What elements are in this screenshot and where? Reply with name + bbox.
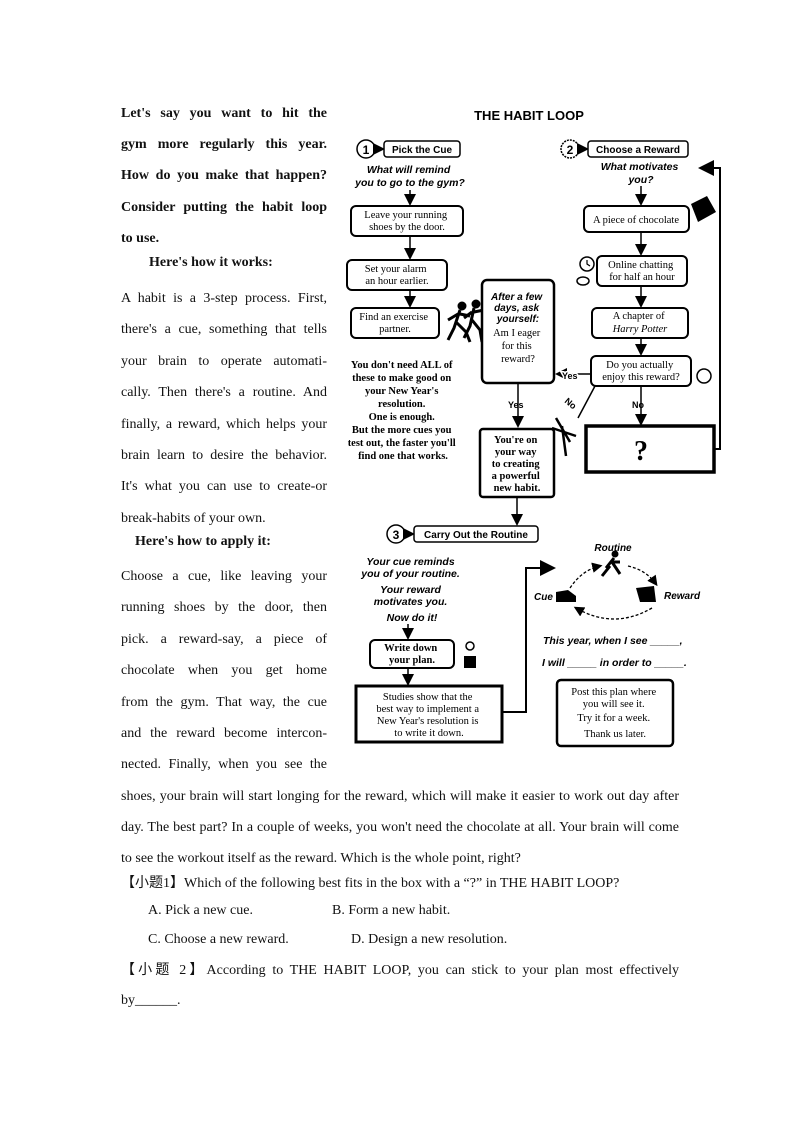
step2-header: 2 Choose a Reward — [560, 139, 689, 159]
q1-option-b: B. Form a new habit. — [332, 903, 451, 918]
apply-heading: Here's how to apply it: — [135, 534, 271, 549]
body-line: brain learn to desire the behavior. — [121, 448, 327, 464]
question-2-blank: by______. — [121, 993, 181, 1008]
question-2: 【小题 2】According to THE HABIT LOOP, you c… — [121, 963, 679, 978]
body-line: to see the workout itself as the reward.… — [121, 851, 521, 867]
face-icon — [696, 368, 712, 384]
reward-box-chocolate — [583, 205, 690, 233]
chocolate-bar-icon — [636, 586, 656, 602]
body-line: shoes, your brain will start longing for… — [121, 789, 679, 804]
cue-box-shoes-text: Leave your running shoes by the door. — [364, 210, 449, 233]
body-line: chocolate when you get home — [121, 663, 327, 679]
body-line: Choose a cue, like leaving your — [121, 569, 327, 584]
yes-label-down: Yes — [508, 400, 524, 410]
apply-paragraph: Choose a cue, like leaving your running … — [121, 561, 327, 781]
intro-line: Consider putting the habit loop — [121, 199, 327, 215]
post-plan-box — [555, 678, 675, 748]
write-plan-box — [369, 639, 455, 669]
intro-line: Let's say you want to hit the — [121, 106, 327, 121]
step3-header: 3 Carry Out the Routine — [386, 524, 539, 544]
cue-box-partner-text: Find an exercise partner. — [359, 312, 430, 335]
step2-number: 2 — [567, 143, 574, 157]
step3-number: 3 — [393, 528, 400, 542]
loop-routine-label: Routine — [594, 543, 632, 554]
body-line: cally. Then there's a routine. And — [121, 385, 327, 401]
question-mark: ? — [634, 436, 648, 467]
step1-label: Pick the Cue — [392, 145, 452, 156]
step1-number: 1 — [363, 143, 370, 157]
running-icon — [600, 557, 622, 577]
continued-paragraph: shoes, your brain will start longing for… — [121, 781, 679, 875]
body-line: from the gym. That way, the cue — [121, 694, 327, 710]
cue-box-alarm-text: Set your alarm an hour earlier. — [365, 264, 429, 287]
reward-box-book-text: A chapter of Harry Potter — [612, 311, 668, 335]
no-label-diagonal: No — [563, 396, 579, 412]
yes-label-left: Yes — [562, 371, 578, 381]
cue-box-alarm — [346, 259, 448, 291]
body-line: finally, a reward, which helps your — [121, 416, 327, 432]
eager-text: Am I eager for this reward? — [493, 328, 543, 365]
body-line: break-habits of your own. — [121, 510, 266, 526]
reward-box-chatting — [596, 255, 688, 287]
loop-arc-bottom — [573, 606, 653, 620]
body-line: running shoes by the door, then — [121, 600, 327, 616]
how-it-works-heading: Here's how it works: — [149, 255, 273, 270]
q1-option-d: D. Design a new resolution. — [351, 932, 508, 947]
headphones-icon — [576, 276, 590, 286]
cue-box-partner — [350, 307, 440, 339]
studies-box — [354, 684, 504, 744]
intro-line: to use. — [121, 230, 160, 246]
body-line: your brain to operate automati- — [121, 353, 327, 369]
habit-loop-diagram: THE HABIT LOOP 1 Pick the Cue What will … — [346, 108, 721, 748]
body-line: there's a cue, something that tells — [121, 322, 327, 338]
body-line: A habit is a 3-step process. First, — [121, 291, 327, 306]
skier-icon — [551, 417, 577, 457]
loop-arc-top-left — [569, 562, 603, 589]
plan-sentence-line1: This year, when I see _____, — [543, 635, 683, 647]
body-line: day. The best part? In a couple of weeks… — [121, 820, 679, 836]
runners-icon — [446, 299, 485, 343]
on-your-way-text: You're on your way to creating a powerfu… — [492, 435, 543, 494]
intro-line: How do you make that happen? — [121, 168, 327, 184]
reward-box-chocolate-text: A piece of chocolate — [593, 215, 679, 226]
reward-check-text: Do you actually enjoy this reward? — [602, 360, 680, 383]
body-line: and the reward become intercon- — [121, 726, 327, 742]
after-days-text: After a few days, ask yourself: — [490, 292, 545, 325]
shoe-icon — [556, 590, 576, 602]
question-1: 【小题1】Which of the following best fits in… — [121, 876, 620, 891]
writer-icon — [464, 641, 476, 668]
chocolate-icon — [691, 196, 716, 222]
intro-paragraph: Let's say you want to hit the gym more r… — [121, 98, 327, 254]
q1-option-a: A. Pick a new cue. — [148, 903, 253, 918]
reward-question: What motivates you? — [601, 161, 682, 186]
q1-option-c: C. Choose a new reward. — [148, 932, 289, 947]
post-plan-text: Post this plan where you will see it. Tr… — [571, 687, 659, 740]
body-line: pick. a reward-say, a piece of — [121, 631, 327, 647]
how-it-works-paragraph: A habit is a 3-step process. First, ther… — [121, 283, 327, 534]
intro-line: gym more regularly this year. — [121, 137, 327, 153]
loop-reward-label: Reward — [664, 591, 701, 602]
cue-box-shoes — [350, 205, 464, 237]
step1-header: 1 Pick the Cue — [356, 139, 461, 159]
step2-label: Choose a Reward — [596, 145, 680, 156]
no-label-down: No — [632, 400, 644, 410]
reward-box-book — [591, 307, 689, 339]
step3-label: Carry Out the Routine — [424, 530, 528, 541]
cue-question: What will remind you to go to the gym? — [354, 164, 465, 189]
body-line: nected. Finally, when you see the — [121, 757, 327, 773]
reward-box-chatting-text: Online chatting for half an hour — [608, 260, 676, 283]
write-plan-text: Write down your plan. — [384, 643, 440, 666]
loop-cue-label: Cue — [534, 592, 553, 603]
studies-text: Studies show that the best way to implem… — [376, 692, 481, 739]
cue-advice: You don't need ALL of these to make good… — [348, 360, 459, 462]
loop-arc-top-right — [627, 565, 658, 587]
plan-sentence-line2: I will _____ in order to _____. — [542, 657, 687, 669]
body-line: It's what you can use to create-or — [121, 479, 327, 495]
question-mark-box — [584, 424, 716, 474]
diagram-title: THE HABIT LOOP — [474, 108, 584, 123]
routine-instructions: Your cue reminds you of your routine. Yo… — [360, 556, 463, 624]
